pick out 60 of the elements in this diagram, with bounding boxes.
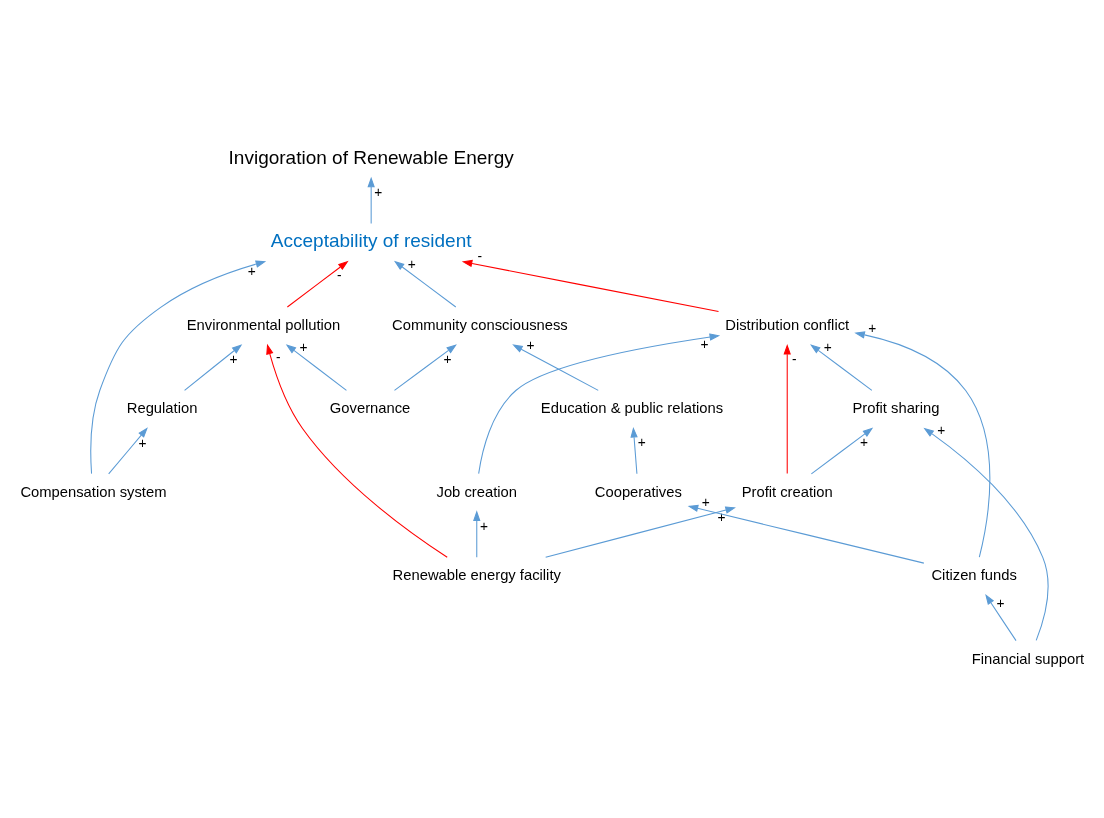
edge-label: + [229,351,238,367]
arrow [512,343,599,391]
arrow [630,426,638,474]
node-text: Environmental pollution [186,316,341,333]
edge-label: + [374,184,383,200]
arrow [478,332,721,474]
edge-label: + [479,518,488,534]
arrow [90,260,267,474]
edge-label: + [407,256,416,272]
node-text: Invigoration of Renewable Energy [228,146,514,168]
node-text: Regulation [126,399,198,416]
node-text: Governance [329,399,411,416]
edge-label: + [138,435,147,451]
node-text: Compensation system [20,483,167,500]
arrow [687,504,925,564]
edge-label: - [792,351,797,367]
node-text: Financial support [971,650,1085,667]
node-text: Citizen funds [931,566,1017,583]
arrow [184,343,243,391]
edge-label: + [937,422,946,438]
edge-label: + [700,336,709,352]
edge-label: + [299,339,308,355]
edge-label: + [859,434,868,450]
edge-label: + [701,494,710,510]
node-text: Education & public relations [540,399,724,416]
node-text: Cooperatives [594,483,682,500]
edge-label: - [276,349,281,365]
arrow [854,330,991,558]
arrow [266,343,448,558]
node-text: Job creation [436,483,517,500]
arrow [783,343,791,474]
edge-label: + [823,339,832,355]
edge-label: + [247,263,256,279]
node-text: Renewable energy facility [392,566,561,583]
arrow [393,343,457,391]
arrow [286,260,349,307]
edge-label: + [637,434,646,450]
edge-label: + [868,320,877,336]
edge-label: - [477,248,483,264]
arrow [473,509,481,558]
edge-label: + [443,351,452,367]
node-text: Acceptability of resident [270,229,472,251]
arrow [985,593,1017,641]
arrow [461,259,720,312]
arrow [393,260,457,307]
edge-label: - [337,267,342,283]
arrow [367,176,375,224]
arrow [810,427,874,474]
arrow [108,426,148,474]
node-text: Profit creation [741,483,833,500]
edge-label: + [996,595,1005,611]
node-text: Profit sharing [852,399,940,416]
edge-label: + [717,509,726,525]
arrow [285,343,347,391]
arrow [545,506,736,558]
node-text: Distribution conflict [725,316,850,333]
arrow [923,427,1049,641]
node-text: Community consciousness [392,316,568,333]
arrow [810,343,873,391]
edge-label: + [526,337,535,353]
